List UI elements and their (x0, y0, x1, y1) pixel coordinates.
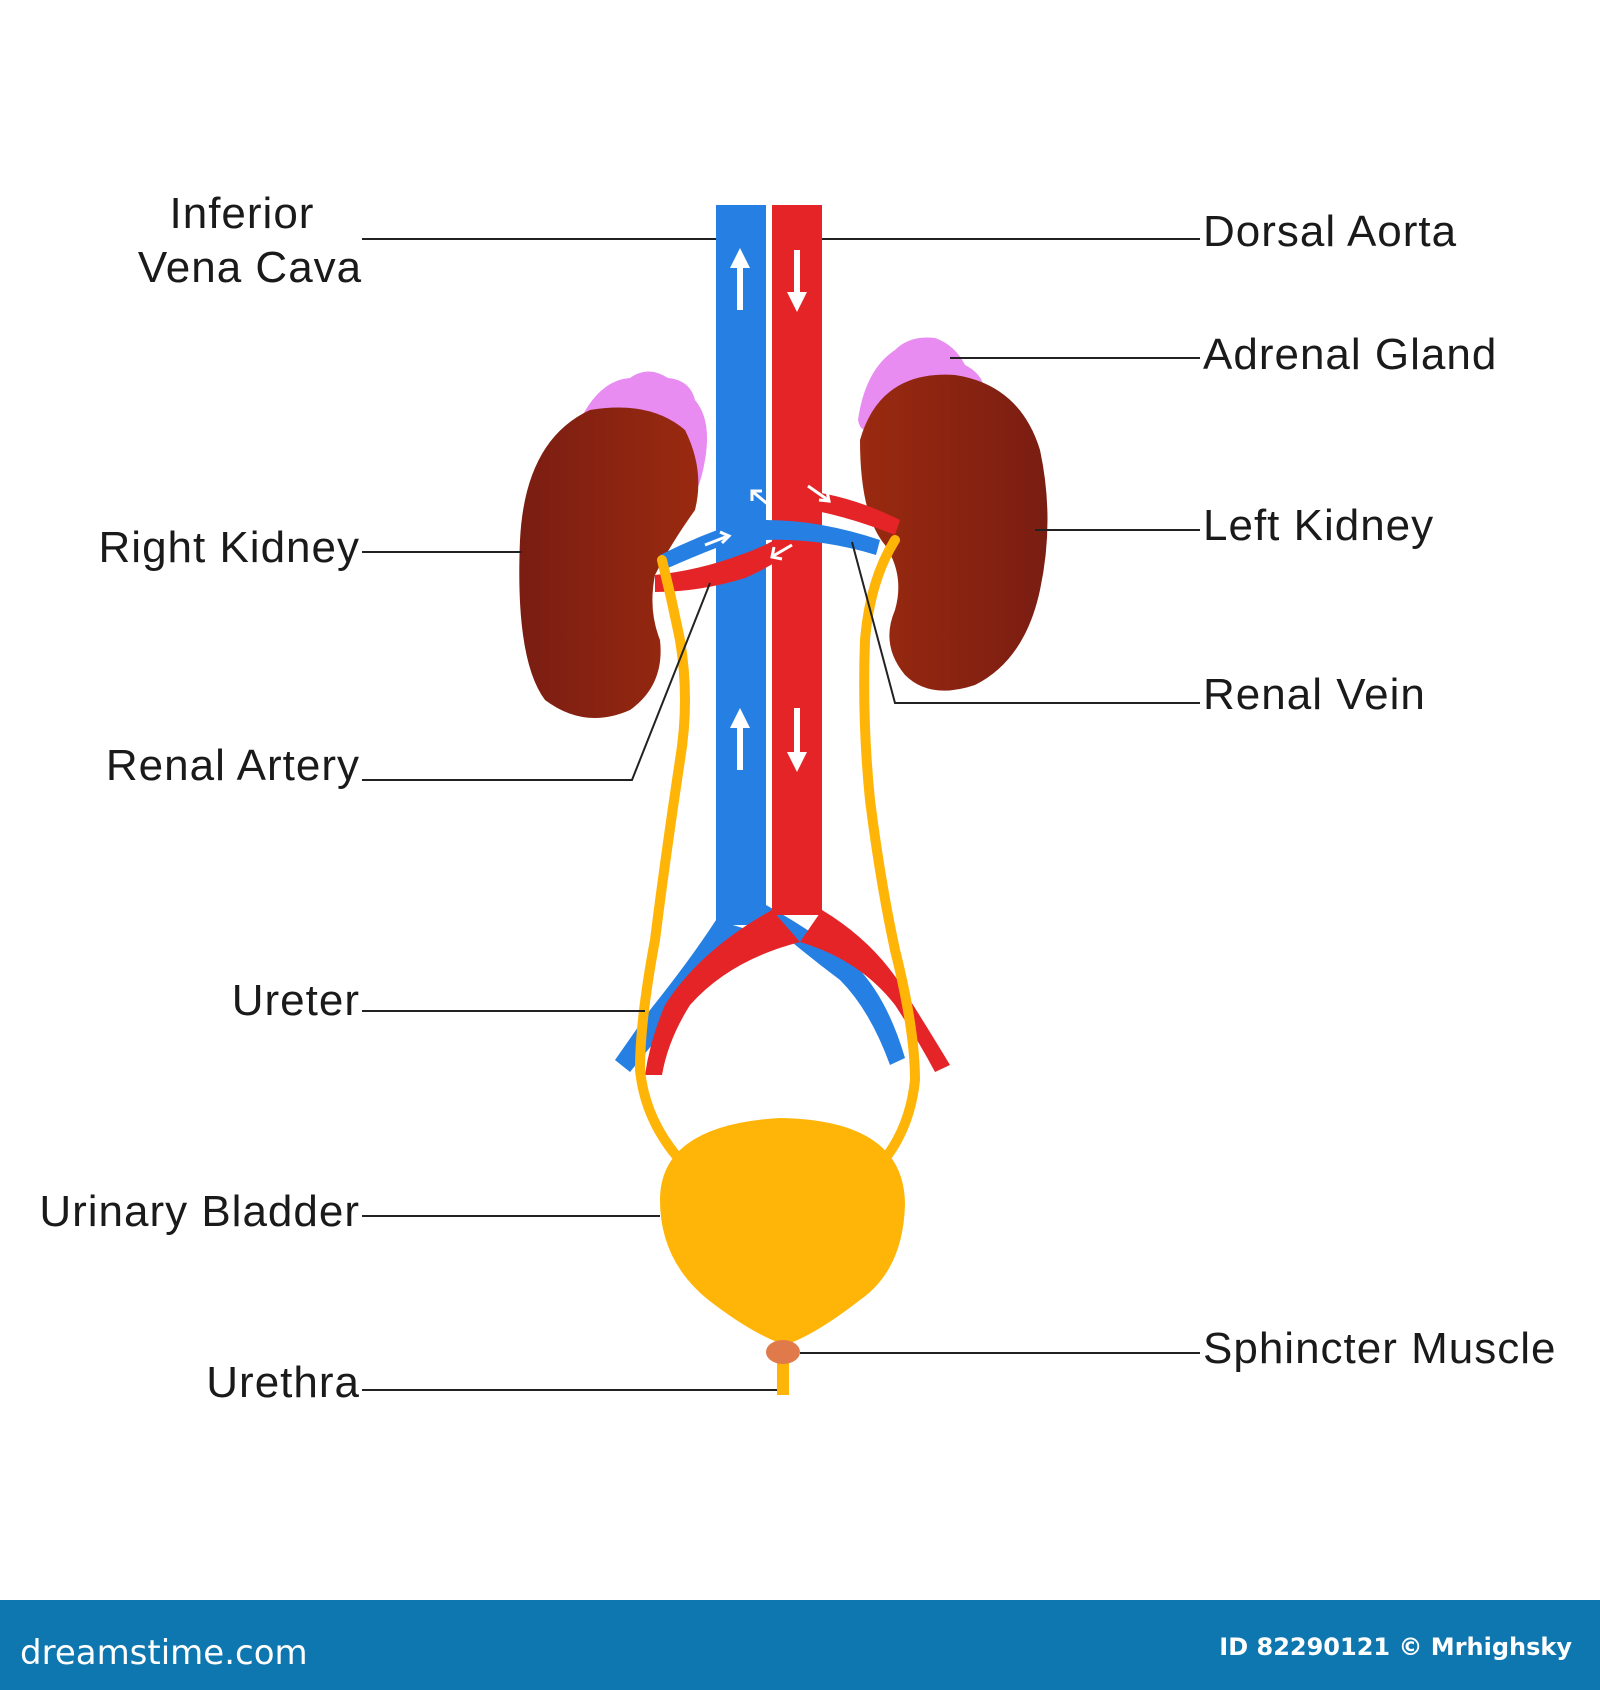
label-urethra: Urethra (206, 1358, 360, 1407)
right-ureter (634, 555, 690, 1165)
leader-renal-artery (362, 582, 711, 781)
footer-bar: dreamstime.com ID 82290121 © Mrhighsky (0, 1600, 1600, 1690)
label-inferior-vena-cava-line2: Vena Cava (138, 243, 362, 292)
label-left-kidney: Left Kidney (1203, 501, 1434, 550)
footer-image-id: ID 82290121 © Mrhighsky (1219, 1633, 1572, 1661)
left-kidney (860, 374, 1048, 691)
down-arrow-icon (787, 250, 807, 312)
label-dorsal-aorta: Dorsal Aorta (1203, 207, 1457, 256)
left-ureter (859, 535, 921, 1170)
label-renal-artery: Renal Artery (106, 741, 360, 790)
label-inferior-vena-cava-line1: Inferior (170, 189, 315, 238)
label-ureter: Ureter (232, 976, 360, 1025)
right-renal-vein (660, 505, 766, 568)
labels: Inferior Vena Cava Dorsal Aorta Adrenal … (39, 189, 1556, 1407)
right-kidney (519, 407, 699, 718)
leader-renal-vein (851, 541, 1200, 704)
arrow-icon (750, 489, 771, 508)
sphincter-muscle (766, 1340, 800, 1364)
up-arrow-icon (730, 708, 750, 770)
arrow-icon (770, 543, 793, 561)
label-adrenal-gland: Adrenal Gland (1203, 330, 1497, 379)
up-arrow-icon (730, 248, 750, 310)
down-arrow-icon (787, 708, 807, 772)
footer-brand: dreamstime.com (20, 1633, 308, 1673)
arrow-icon (807, 484, 831, 503)
right-renal-artery (655, 530, 800, 592)
arrow-icon (704, 530, 732, 547)
leader-lines (362, 238, 1200, 1391)
label-renal-vein: Renal Vein (1203, 670, 1426, 719)
label-urinary-bladder: Urinary Bladder (39, 1187, 360, 1236)
label-right-kidney: Right Kidney (99, 523, 360, 572)
left-renal-vein (766, 520, 880, 555)
urinary-bladder (660, 1118, 905, 1345)
renal-flow-arrows (704, 484, 831, 561)
label-sphincter-muscle: Sphincter Muscle (1203, 1324, 1556, 1373)
flow-arrows (730, 248, 807, 772)
